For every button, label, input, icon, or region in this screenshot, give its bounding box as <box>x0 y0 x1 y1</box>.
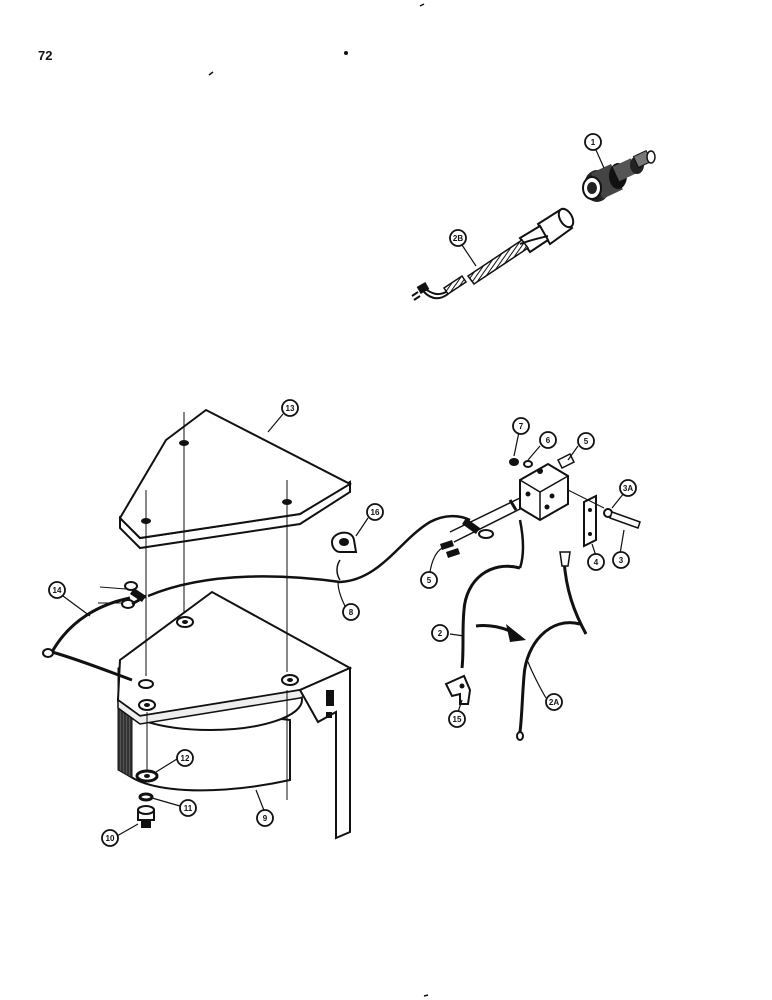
callout-13: 13 <box>281 399 299 417</box>
callout-bubbles: 1 2B 13 7 6 5 3A 16 5 4 3 14 8 2 15 2A 1… <box>48 133 637 847</box>
svg-text:2A: 2A <box>549 698 559 707</box>
switch-assembly <box>582 149 656 202</box>
callout-10: 10 <box>101 829 119 847</box>
cable-assembly <box>411 207 575 301</box>
callout-11: 11 <box>179 799 197 817</box>
callout-1: 1 <box>584 133 602 151</box>
callout-15: 15 <box>448 710 466 728</box>
svg-text:2B: 2B <box>453 234 463 243</box>
svg-text:3A: 3A <box>623 484 633 493</box>
transformer-assembly <box>116 590 353 840</box>
callout-9: 9 <box>256 809 274 827</box>
svg-text:8: 8 <box>349 608 354 617</box>
svg-text:5: 5 <box>584 437 589 446</box>
svg-text:13: 13 <box>286 404 295 413</box>
mounting-plate <box>118 408 353 550</box>
callout-3A: 3A <box>619 479 637 497</box>
svg-text:5: 5 <box>427 576 432 585</box>
callout-4: 4 <box>587 553 605 571</box>
page-number: 72 <box>38 48 53 63</box>
callout-6: 6 <box>539 431 557 449</box>
callout-3: 3 <box>612 551 630 569</box>
svg-text:16: 16 <box>371 508 380 517</box>
svg-text:4: 4 <box>594 558 599 567</box>
svg-text:2: 2 <box>438 629 443 638</box>
svg-text:9: 9 <box>263 814 268 823</box>
lead-wire <box>42 581 147 682</box>
callout-14: 14 <box>48 581 66 599</box>
print-specks <box>208 3 429 997</box>
svg-text:1: 1 <box>591 138 596 147</box>
callout-12: 12 <box>176 749 194 767</box>
jumper-wires <box>444 519 588 741</box>
terminal-block <box>440 452 641 558</box>
long-wire <box>147 514 494 598</box>
svg-text:10: 10 <box>106 834 115 843</box>
callout-leaders <box>62 149 625 837</box>
callout-5-bottom: 5 <box>420 571 438 589</box>
callout-5-top: 5 <box>577 432 595 450</box>
svg-text:11: 11 <box>184 804 193 813</box>
callout-2B: 2B <box>449 229 467 247</box>
svg-text:7: 7 <box>519 422 524 431</box>
callout-16: 16 <box>366 503 384 521</box>
callout-7: 7 <box>512 417 530 435</box>
callout-2: 2 <box>431 624 449 642</box>
svg-text:14: 14 <box>53 586 62 595</box>
cable-clip <box>330 531 358 581</box>
callout-2A: 2A <box>545 693 563 711</box>
washer-and-bolt <box>135 769 159 828</box>
svg-text:15: 15 <box>453 715 462 724</box>
svg-text:6: 6 <box>546 436 551 445</box>
callout-8: 8 <box>342 603 360 621</box>
svg-text:12: 12 <box>181 754 190 763</box>
svg-text:3: 3 <box>619 556 624 565</box>
